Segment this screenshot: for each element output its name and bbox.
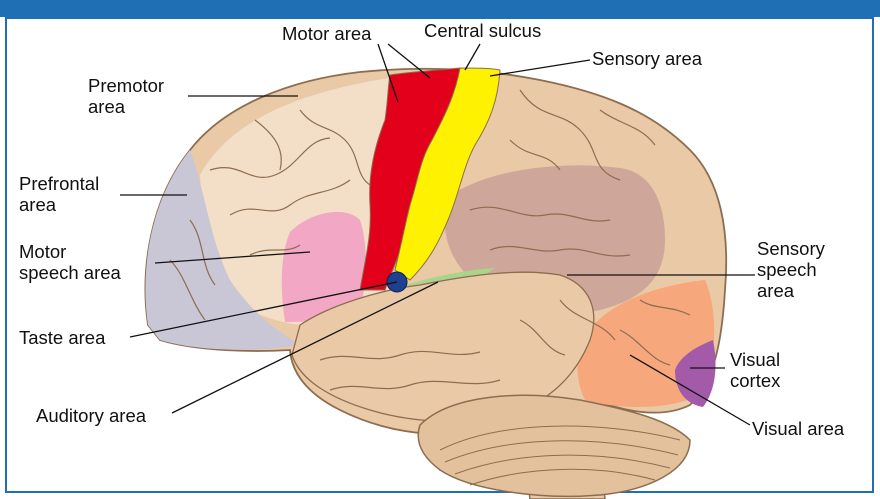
label-prefrontal-area: Prefrontal area xyxy=(19,173,99,215)
label-visual-cortex: Visual cortex xyxy=(730,349,780,391)
label-taste-area: Taste area xyxy=(19,327,105,348)
label-prefrontal-line1: Prefrontal xyxy=(19,173,99,194)
label-motor-speech-line2: speech area xyxy=(19,262,121,283)
label-premotor-line2: area xyxy=(88,96,164,117)
label-sensory-speech-area: Sensory speech area xyxy=(757,238,825,301)
label-sensory-speech-line1: Sensory xyxy=(757,238,825,259)
label-motor-speech-area: Motor speech area xyxy=(19,241,121,283)
label-auditory-area: Auditory area xyxy=(36,405,146,426)
label-premotor-area: Premotor area xyxy=(88,75,164,117)
label-premotor-line1: Premotor xyxy=(88,75,164,96)
label-sensory-speech-line3: area xyxy=(757,280,825,301)
label-sensory-area: Sensory area xyxy=(592,48,702,69)
label-motor-speech-line1: Motor xyxy=(19,241,121,262)
label-central-sulcus: Central sulcus xyxy=(424,20,541,41)
label-visual-area: Visual area xyxy=(752,418,844,439)
label-motor-area: Motor area xyxy=(282,23,371,44)
label-visual-cortex-line1: Visual xyxy=(730,349,780,370)
label-sensory-speech-line2: speech xyxy=(757,259,825,280)
label-visual-cortex-line2: cortex xyxy=(730,370,780,391)
label-prefrontal-line2: area xyxy=(19,194,99,215)
